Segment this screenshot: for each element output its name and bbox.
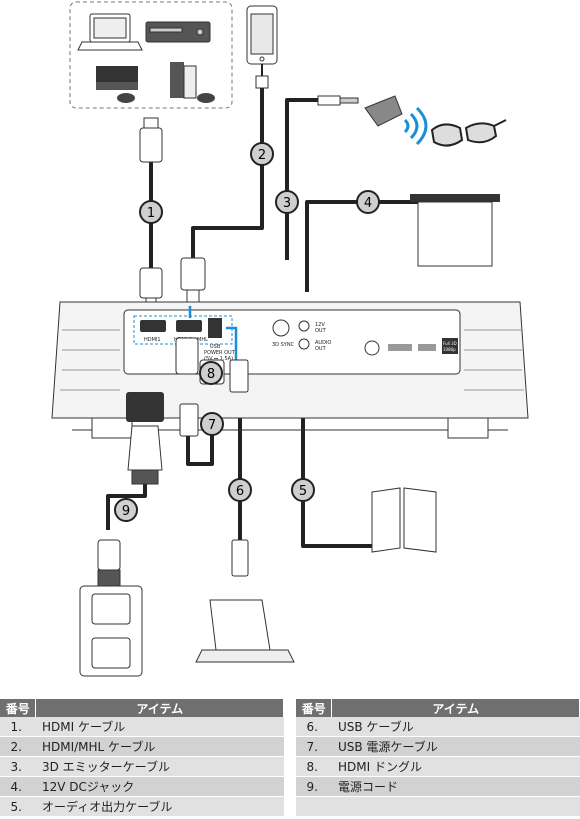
legend-item: HDMI ドングル xyxy=(331,756,580,777)
badge-4-label: 4 xyxy=(364,196,372,211)
badge-2: 2 xyxy=(250,142,274,166)
legend-num: 6. xyxy=(296,717,332,737)
wireless-signal-icon xyxy=(403,106,428,146)
badge-8: 8 xyxy=(199,361,223,385)
legend-item xyxy=(331,796,580,817)
legend-header-row: 番号 アイテム xyxy=(296,699,580,717)
badge-9-label: 9 xyxy=(122,504,130,519)
laptop-icon xyxy=(77,13,143,51)
usb-port xyxy=(208,318,222,338)
full3d-label: Full 3D xyxy=(443,341,457,346)
legend-row: 5.オーディオ出力ケーブル xyxy=(0,796,284,817)
usb-label: USB xyxy=(210,344,221,350)
badge-1-label: 1 xyxy=(147,206,155,221)
projection-screen-icon xyxy=(410,194,500,267)
speakers-icon xyxy=(371,487,437,553)
legend-row: 8.HDMI ドングル xyxy=(296,756,580,777)
connection-diagram: HDMI1 HDMI 2 / MHL USB POWER OUT (5V ⎓ 1… xyxy=(51,1,529,677)
badge-3-label: 3 xyxy=(283,196,291,211)
power-plug-icon xyxy=(97,425,163,587)
power-inlet xyxy=(126,392,164,422)
badge-5-label: 5 xyxy=(299,484,307,499)
usb-power-label-2: (5V ⎓ 1.5A) xyxy=(204,356,233,362)
3d-glasses-icon xyxy=(430,119,507,147)
legend-num: 8. xyxy=(296,756,332,777)
badge-7: 7 xyxy=(200,412,224,436)
dvd-player-icon xyxy=(145,21,211,43)
smartphone-icon xyxy=(246,5,278,65)
connection-arrows xyxy=(188,306,238,360)
legend-header-item: アイテム xyxy=(35,699,284,717)
legend-row: 2.HDMI/MHL ケーブル xyxy=(0,736,284,757)
legend-item: HDMI/MHL ケーブル xyxy=(35,736,284,757)
legend-num: 1. xyxy=(0,717,36,737)
badge-5: 5 xyxy=(291,478,315,502)
legend-item: 3D エミッターケーブル xyxy=(35,756,284,777)
3d-sync-label: 3D SYNC xyxy=(272,342,295,348)
legend-row: 4.12V DCジャック xyxy=(0,776,284,797)
game-console-icon xyxy=(96,66,138,103)
12v-label: 12V xyxy=(315,322,325,328)
audio-out-port xyxy=(298,338,310,350)
3d-emitter-icon xyxy=(317,95,403,127)
legend-row xyxy=(296,796,580,817)
legend-table-left: 番号 アイテム 1.HDMI ケーブル 2.HDMI/MHL ケーブル 3.3D… xyxy=(0,699,284,817)
game-console-2-icon xyxy=(170,62,215,103)
mhl-logo xyxy=(418,344,436,351)
legend-header-item: アイテム xyxy=(331,699,580,717)
badge-4: 4 xyxy=(356,190,380,214)
legend-num: 9. xyxy=(296,776,332,797)
hdmi-logo xyxy=(388,344,412,351)
12v-out-label: OUT xyxy=(315,328,327,334)
audio-label: AUDIO xyxy=(315,340,331,346)
wall-outlet-icon xyxy=(79,585,143,677)
legend-item: USB 電源ケーブル xyxy=(331,736,580,757)
legend-row: 3.3D エミッターケーブル xyxy=(0,756,284,777)
legend-num: 3. xyxy=(0,756,36,777)
badge-2-label: 2 xyxy=(258,148,266,163)
legend-item: HDMI ケーブル xyxy=(35,717,284,737)
full3d-sublabel: 1080p xyxy=(443,347,456,352)
projector-body xyxy=(51,301,529,439)
12v-port xyxy=(298,320,310,332)
badge-3: 3 xyxy=(275,190,299,214)
legend-row: 1.HDMI ケーブル xyxy=(0,717,284,737)
badge-6: 6 xyxy=(228,478,252,502)
legend-row: 9.電源コード xyxy=(296,776,580,797)
legend-num: 2. xyxy=(0,736,36,757)
legend-item: USB ケーブル xyxy=(331,717,580,737)
legend-item: 12V DCジャック xyxy=(35,776,284,797)
source-devices-box xyxy=(69,1,233,109)
usb-power-label: POWER OUT xyxy=(204,350,236,356)
legend-num: 4. xyxy=(0,776,36,797)
hdmi1-label: HDMI1 xyxy=(144,337,161,343)
hdmi2-port xyxy=(176,320,202,332)
legend-num: 5. xyxy=(0,796,36,817)
badge-6-label: 6 xyxy=(236,484,244,499)
legend-header-row: 番号 アイテム xyxy=(0,699,284,717)
legend-row: 6.USB ケーブル xyxy=(296,717,580,737)
legend-num: 7. xyxy=(296,736,332,757)
hdmi1-port xyxy=(140,320,166,332)
full3d-badge xyxy=(442,338,458,354)
legend-header-num: 番号 xyxy=(0,699,37,717)
badge-8-label: 8 xyxy=(207,367,215,382)
badge-9: 9 xyxy=(114,498,138,522)
badge-7-label: 7 xyxy=(208,418,216,433)
3d-sync-port xyxy=(272,319,290,337)
legend-row: 7.USB 電源ケーブル xyxy=(296,736,580,757)
legend-item: 電源コード xyxy=(331,776,580,797)
micro-usb-connector xyxy=(255,75,269,89)
legend-table-right: 番号 アイテム 6.USB ケーブル 7.USB 電源ケーブル 8.HDMI ド… xyxy=(296,699,580,817)
audio-out-label: OUT xyxy=(315,346,327,352)
badge-1: 1 xyxy=(139,200,163,224)
usb-connector-icon xyxy=(179,359,249,577)
legend-num xyxy=(296,796,332,817)
legend-header-num: 番号 xyxy=(296,699,333,717)
legend-item: オーディオ出力ケーブル xyxy=(35,796,284,817)
dlp-logo xyxy=(364,340,380,356)
laptop-pc-icon xyxy=(195,599,295,663)
